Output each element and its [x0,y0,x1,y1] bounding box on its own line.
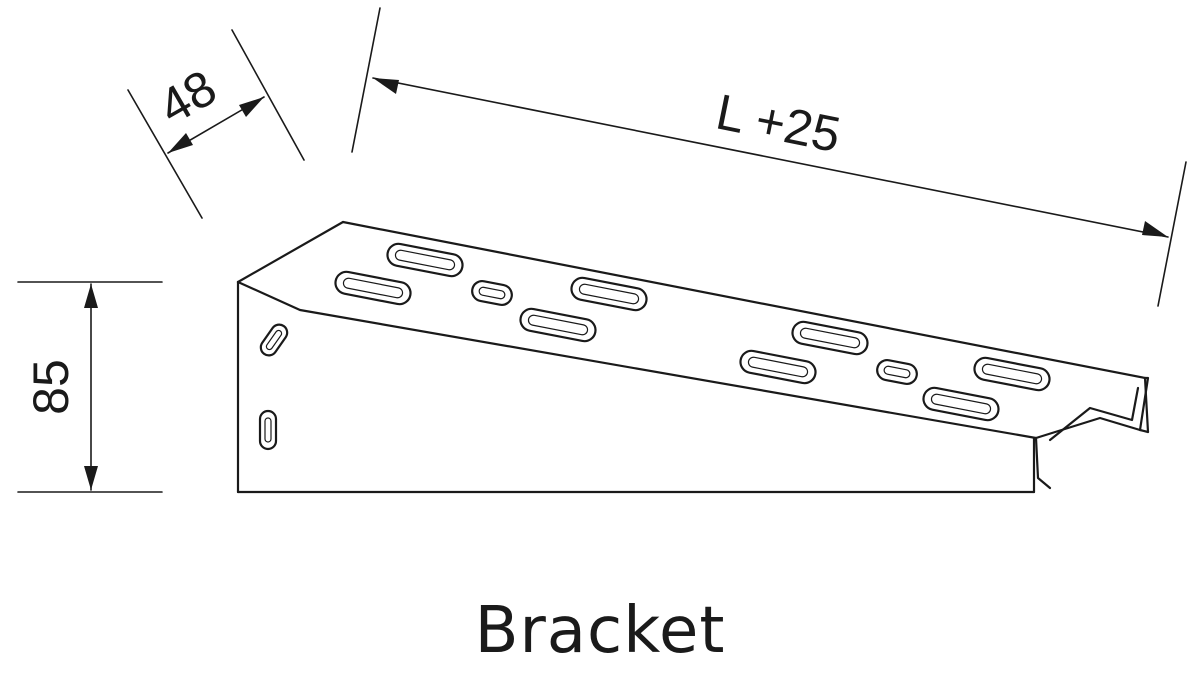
slot-small [876,358,918,386]
slot [570,276,648,312]
side-hole [259,323,289,357]
slot [973,356,1051,392]
width-label: 48 [149,59,225,135]
slot [739,349,817,385]
diagram-caption: Bracket [474,594,726,668]
slot [922,386,1000,422]
side-holes [258,323,289,451]
slot [519,307,597,343]
bracket-body [236,220,1150,494]
dimension-length: L +25 [351,7,1187,307]
slot [791,320,869,356]
slot-small [471,279,513,307]
dimension-width: 48 [127,29,305,219]
length-label: L +25 [712,83,845,163]
side-hole [258,409,278,451]
height-label: 85 [23,359,79,415]
slot [386,242,464,278]
slot [334,270,412,306]
top-slots [334,242,1051,422]
dimension-height: 85 [17,281,163,493]
